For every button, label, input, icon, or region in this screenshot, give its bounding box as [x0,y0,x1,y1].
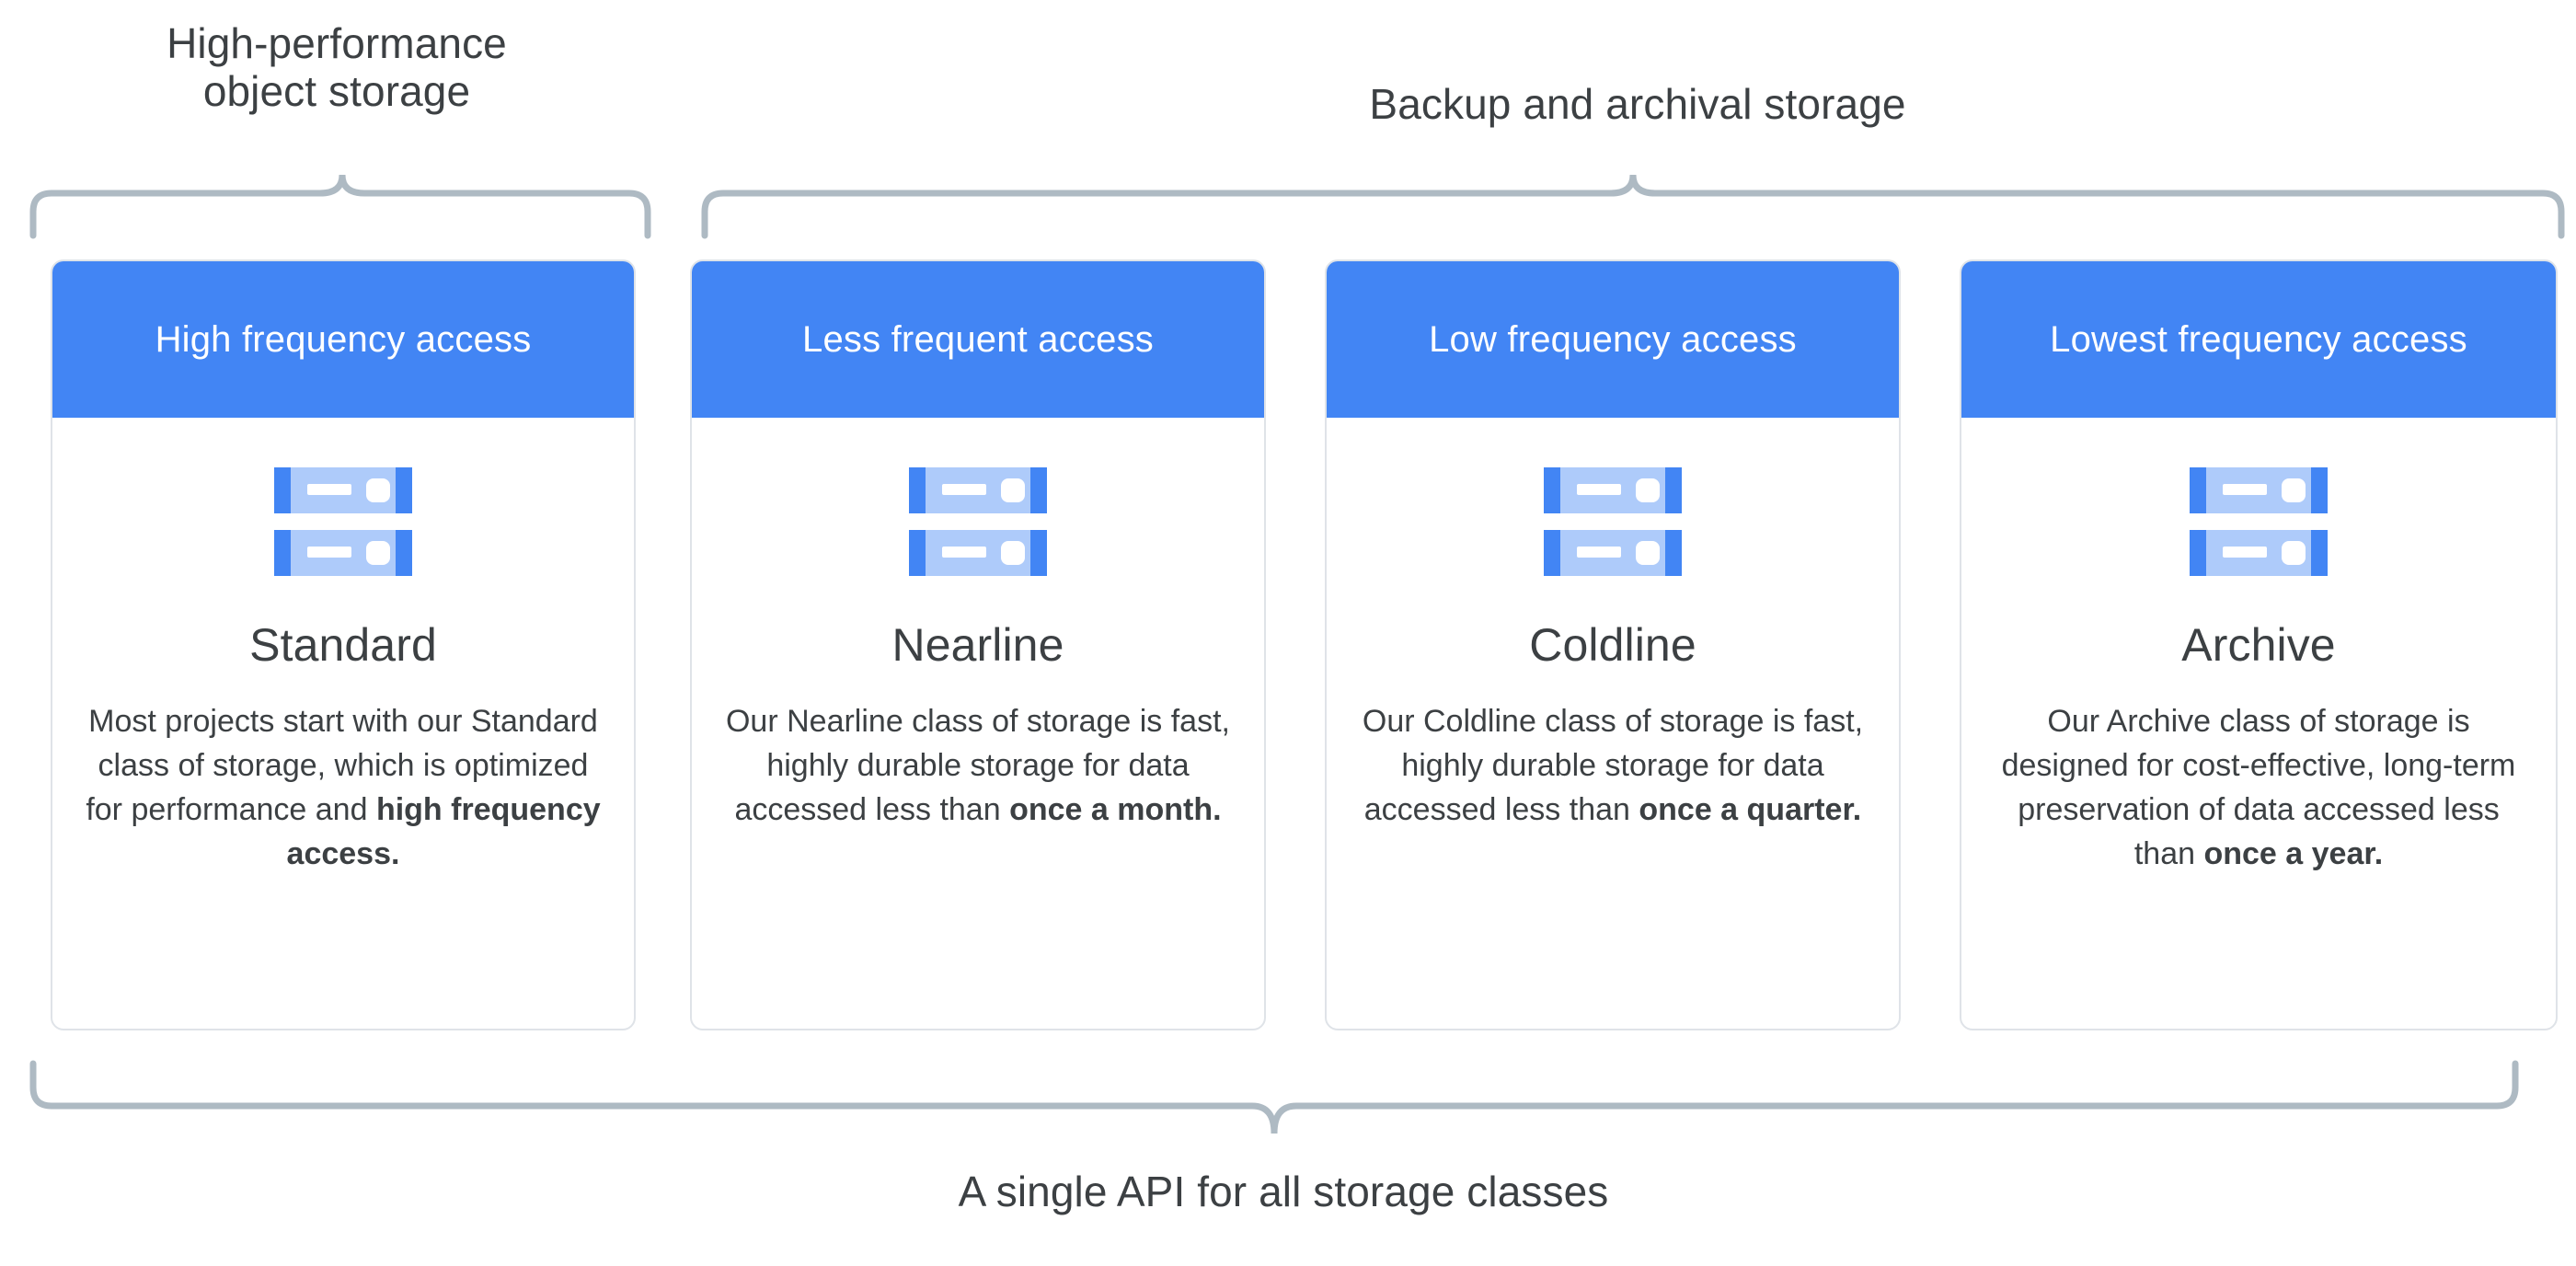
card-description-emphasis: once a month. [1009,792,1222,827]
card-description-text: Our Coldline class of storage is fast, h… [1362,704,1864,827]
server-rack-icon-svg [2190,467,2328,576]
card-body: Coldline Our Coldline class of storage i… [1327,418,1899,1029]
server-rack-icon-svg [274,467,412,576]
brace-up-icon [701,174,2565,239]
card-description-emphasis: once a quarter. [1639,792,1862,827]
brace-down-icon [29,1060,2519,1134]
card-description-emphasis: once a year. [2203,836,2384,871]
brace-high-performance [28,169,672,243]
group-label-high-performance: High-performance object storage [167,19,507,115]
storage-class-card[interactable]: Less frequent access [690,259,1266,1030]
card-description: Our Nearline class of storage is fast, h… [723,699,1233,832]
storage-class-card[interactable]: Lowest frequency access [1960,259,2558,1030]
server-rack-icon [2186,466,2331,578]
server-rack-icon [1540,466,1685,578]
card-description: Our Archive class of storage is designed… [1993,699,2524,876]
card-description: Our Coldline class of storage is fast, h… [1358,699,1868,832]
card-description-text: Our Nearline class of storage is fast, h… [725,704,1230,827]
storage-class-card-row: High frequency access [0,259,2576,1030]
card-title: Nearline [891,619,1064,671]
card-header-label: Lowest frequency access [1961,261,2556,418]
storage-class-card[interactable]: Low frequency access [1325,259,1901,1030]
card-body: Nearline Our Nearline class of storage i… [692,418,1264,1029]
card-body: Archive Our Archive class of storage is … [1961,418,2556,1029]
server-rack-icon [270,466,416,578]
brace-up-icon [29,174,651,239]
brace-backup-archival [699,169,2576,243]
storage-class-card[interactable]: High frequency access [51,259,636,1030]
card-header-label: High frequency access [52,261,634,418]
group-label-backup-archival: Backup and archival storage [1369,80,1906,128]
card-description-text: Most projects start with our Standard cl… [86,704,598,827]
brace-single-api [28,1058,2548,1141]
card-header-label: Less frequent access [692,261,1264,418]
server-rack-icon [905,466,1051,578]
card-description: Most projects start with our Standard cl… [84,699,603,876]
card-description-text: Our Archive class of storage is designed… [2001,704,2516,871]
card-title: Standard [249,619,437,671]
card-title: Coldline [1529,619,1696,671]
server-rack-icon-svg [1544,467,1682,576]
card-body: Standard Most projects start with our St… [52,418,634,1029]
group-label-single-api: A single API for all storage classes [958,1168,1609,1215]
server-rack-icon-svg [909,467,1047,576]
card-title: Archive [2181,619,2336,671]
card-header-label: Low frequency access [1327,261,1899,418]
card-description-emphasis: high frequency access. [286,792,601,871]
